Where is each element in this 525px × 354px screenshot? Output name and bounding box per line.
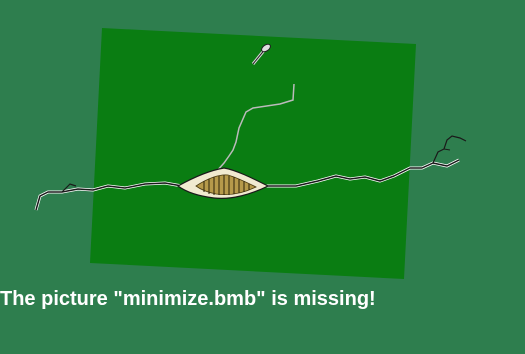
missing-picture-message: The picture "minimize.bmb" is missing! [0, 288, 376, 310]
nail-icon [251, 43, 271, 65]
crack-illustration [34, 135, 467, 211]
hanging-wire [215, 83, 295, 173]
picture-placeholder-panel [90, 28, 416, 279]
